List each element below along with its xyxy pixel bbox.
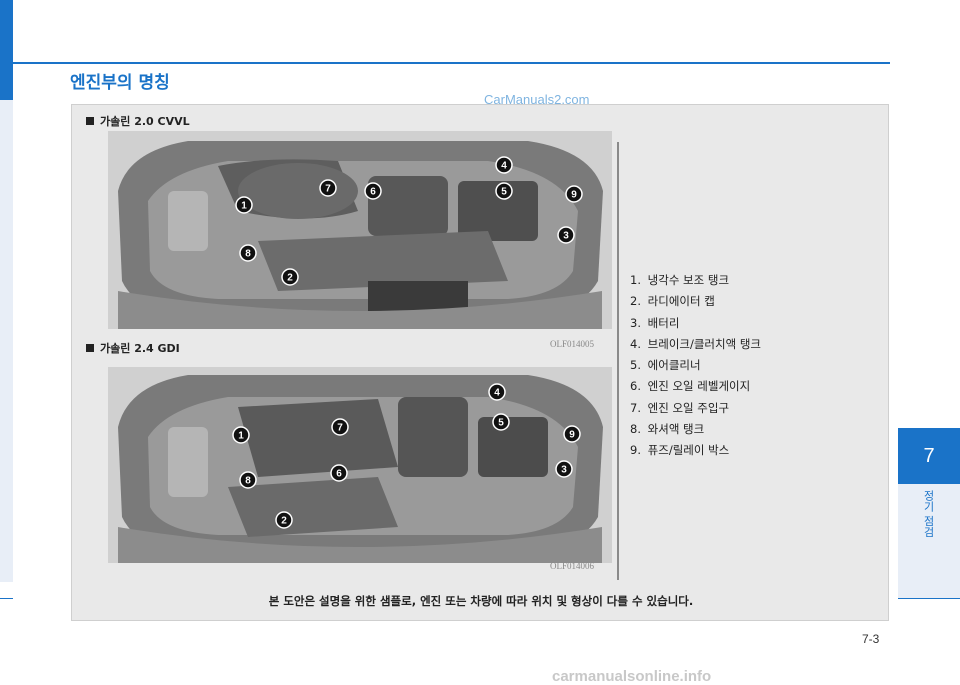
page-number: 7-3 bbox=[862, 632, 880, 646]
disclaimer-note: 본 도안은 설명을 위한 샘플로, 엔진 또는 차량에 따라 위치 및 형상이 … bbox=[268, 594, 694, 608]
left-accent-bar bbox=[0, 0, 13, 100]
callout-marker-4: 4 bbox=[488, 383, 506, 401]
callout-marker-2: 2 bbox=[275, 511, 293, 529]
callout-marker-5: 5 bbox=[492, 413, 510, 431]
engine-illustration-panel: 가솔린 2.0 CVVL bbox=[71, 104, 889, 621]
svg-text:6: 6 bbox=[336, 469, 342, 480]
part-name: 냉각수 보조 탱크 bbox=[644, 273, 730, 287]
part-number: 1. bbox=[630, 273, 641, 287]
callout-marker-4: 4 bbox=[495, 156, 513, 174]
svg-text:4: 4 bbox=[494, 388, 500, 399]
part-name: 와셔액 탱크 bbox=[644, 422, 705, 437]
callout-marker-8: 8 bbox=[239, 471, 257, 489]
watermark: CarManuals2.com bbox=[484, 92, 590, 107]
callout-marker-3: 3 bbox=[557, 226, 575, 244]
chapter-name: 정기 점검 bbox=[922, 490, 935, 538]
callout-marker-1: 1 bbox=[235, 196, 253, 214]
part-number: 5. bbox=[630, 358, 641, 373]
part-number: 6. bbox=[630, 379, 641, 394]
section-title: 엔진부의 명칭 bbox=[70, 73, 170, 93]
svg-text:9: 9 bbox=[569, 430, 575, 441]
left-divider bbox=[0, 598, 13, 599]
parts-list-item: 9. 퓨즈/릴레이 박스 bbox=[630, 440, 761, 461]
square-bullet-icon bbox=[86, 117, 94, 125]
engine2-heading: 가솔린 2.4 GDI bbox=[86, 340, 180, 356]
svg-text:8: 8 bbox=[245, 476, 251, 487]
svg-text:2: 2 bbox=[287, 273, 293, 284]
part-number: 4. bbox=[630, 336, 641, 351]
engine2-label: 가솔린 2.4 GDI bbox=[100, 342, 180, 355]
callout-marker-7: 7 bbox=[319, 179, 337, 197]
part-number: 8. bbox=[630, 422, 641, 437]
left-margin-strip bbox=[0, 0, 13, 582]
svg-text:6: 6 bbox=[370, 187, 376, 198]
callout-marker-3: 3 bbox=[555, 460, 573, 478]
svg-text:3: 3 bbox=[561, 465, 567, 476]
callout-marker-9: 9 bbox=[565, 185, 583, 203]
part-name: 배터리 bbox=[644, 315, 680, 330]
footer-watermark: carmanualsonline.info bbox=[552, 668, 712, 685]
part-number: 3. bbox=[630, 315, 641, 330]
callout-marker-9: 9 bbox=[563, 425, 581, 443]
svg-text:9: 9 bbox=[571, 190, 577, 201]
svg-text:2: 2 bbox=[281, 516, 287, 527]
svg-text:4: 4 bbox=[501, 161, 507, 172]
part-name: 엔진 오일 레벨게이지 bbox=[644, 379, 751, 394]
part-number: 7. bbox=[630, 400, 641, 415]
parts-list-item: 2. 라디에이터 캡 bbox=[630, 291, 761, 312]
svg-text:3: 3 bbox=[563, 231, 569, 242]
callout-marker-2: 2 bbox=[281, 268, 299, 286]
callout-marker-5: 5 bbox=[495, 182, 513, 200]
parts-list-item: 6. 엔진 오일 레벨게이지 bbox=[630, 376, 761, 397]
parts-list-item: 7. 엔진 오일 주입구 bbox=[630, 398, 761, 419]
header-rule bbox=[13, 62, 890, 64]
svg-text:7: 7 bbox=[325, 184, 331, 195]
svg-text:5: 5 bbox=[501, 187, 507, 198]
parts-list-item: 1. 냉각수 보조 탱크 bbox=[630, 270, 761, 291]
callout-marker-6: 6 bbox=[364, 182, 382, 200]
engine2-photo: 1 2 3 4 5 6 7 8 9 bbox=[108, 367, 612, 563]
svg-text:1: 1 bbox=[238, 431, 244, 442]
svg-text:8: 8 bbox=[245, 249, 251, 260]
callout-marker-1: 1 bbox=[232, 426, 250, 444]
part-number: 2. bbox=[630, 294, 641, 309]
part-name: 라디에이터 캡 bbox=[644, 294, 715, 309]
engine2-figure-code: OLF014006 bbox=[550, 561, 595, 571]
chapter-divider bbox=[898, 598, 960, 599]
part-name: 에어클리너 bbox=[644, 358, 701, 373]
column-divider bbox=[617, 142, 619, 580]
engine1-figure-code: OLF014005 bbox=[550, 339, 595, 349]
part-name: 엔진 오일 주입구 bbox=[644, 400, 730, 415]
callout-marker-7: 7 bbox=[331, 418, 349, 436]
parts-list-item: 3. 배터리 bbox=[630, 313, 761, 334]
callout-marker-6: 6 bbox=[330, 464, 348, 482]
parts-list-item: 4. 브레이크/클러치액 탱크 bbox=[630, 334, 761, 355]
svg-text:5: 5 bbox=[498, 418, 504, 429]
square-bullet-icon bbox=[86, 344, 94, 352]
callout-marker-8: 8 bbox=[239, 244, 257, 262]
svg-text:1: 1 bbox=[241, 201, 247, 212]
chapter-tab[interactable]: 7 bbox=[898, 428, 960, 484]
part-number: 9. bbox=[630, 443, 641, 458]
part-name: 퓨즈/릴레이 박스 bbox=[644, 443, 730, 458]
parts-list-item: 5. 에어클리너 bbox=[630, 355, 761, 376]
part-name: 브레이크/클러치액 탱크 bbox=[644, 336, 761, 351]
engine1-photo: 1 2 3 4 5 6 7 8 9 bbox=[108, 131, 612, 329]
parts-list-item: 8. 와셔액 탱크 bbox=[630, 419, 761, 440]
chapter-side-strip bbox=[898, 484, 960, 599]
engine1-heading: 가솔린 2.0 CVVL bbox=[86, 113, 190, 129]
svg-text:7: 7 bbox=[337, 423, 343, 434]
engine1-label: 가솔린 2.0 CVVL bbox=[100, 115, 190, 128]
